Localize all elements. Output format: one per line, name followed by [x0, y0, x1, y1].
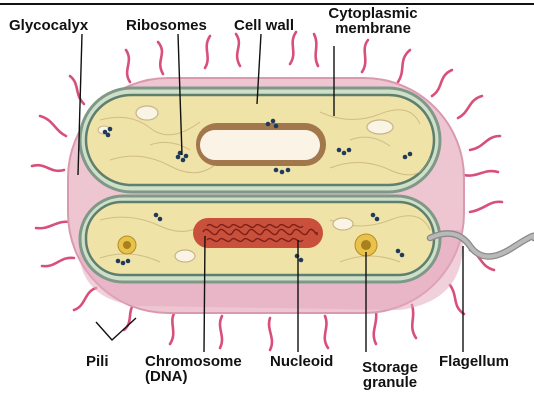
pilus [32, 165, 64, 171]
pilus [290, 32, 296, 64]
nucleoid-highlight-top [200, 130, 320, 160]
pilus [374, 312, 377, 344]
pilus [70, 76, 84, 104]
label-ribosomes: Ribosomes [126, 18, 207, 33]
pilus [236, 34, 240, 66]
label-glycocalyx: Glycocalyx [9, 18, 88, 33]
pilus [269, 318, 272, 350]
inclusion [175, 250, 195, 262]
pilus [40, 116, 66, 136]
pilus [170, 312, 175, 344]
label-storage-granule: Storage granule [354, 360, 426, 390]
leader-chromosome [204, 236, 205, 352]
inclusion [367, 120, 393, 134]
pilus [450, 285, 464, 314]
pilus [314, 34, 318, 66]
pilus [362, 40, 368, 72]
label-storage-line2: granule [354, 375, 426, 390]
label-flagellum: Flagellum [439, 354, 509, 369]
pilus [74, 288, 96, 310]
label-cytoplasmic-line1: Cytoplasmic [318, 6, 428, 21]
label-cell-wall: Cell wall [234, 18, 294, 33]
inclusion [136, 106, 158, 120]
pilus [220, 316, 222, 348]
label-cytoplasmic-line2: membrane [318, 21, 428, 36]
pilus [464, 171, 498, 176]
pilus [42, 258, 74, 266]
pilus [412, 305, 416, 338]
pilus [36, 222, 70, 229]
label-storage-line1: Storage [354, 360, 426, 375]
pilus [158, 42, 163, 74]
label-cytoplasmic-membrane: Cytoplasmic membrane [318, 6, 428, 36]
pilus [470, 136, 500, 150]
label-pili: Pili [86, 354, 109, 369]
pilus [398, 50, 410, 82]
pilus [126, 50, 130, 82]
pilus [470, 202, 502, 212]
pilus [205, 36, 210, 68]
inclusion [333, 218, 353, 230]
pilus [432, 70, 452, 96]
label-chromosome-dna: Chromosome (DNA) [145, 354, 242, 384]
label-chromosome-line1: Chromosome [145, 354, 242, 369]
pilus [458, 96, 482, 118]
label-chromosome-line2: (DNA) [145, 369, 242, 384]
pilus [325, 316, 328, 348]
storage-granule-left [118, 236, 136, 254]
label-nucleoid: Nucleoid [270, 354, 333, 369]
